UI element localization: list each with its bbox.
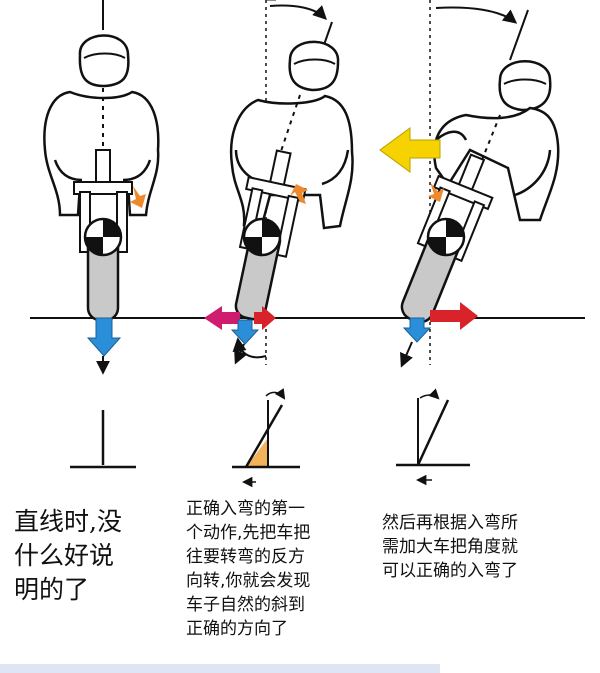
rider-helmet [78, 34, 130, 88]
force-arrow-icon [430, 302, 478, 330]
rotation-arrow-icon [269, 4, 327, 20]
angle-glyph [396, 388, 470, 486]
rotation-arrow-icon [232, 337, 267, 359]
rotation-arrow-icon [435, 6, 518, 24]
figure-countersteer [204, 0, 354, 488]
rider-helmet [498, 60, 552, 112]
force-arrow-icon [204, 306, 240, 330]
force-arrow-icon [290, 184, 308, 204]
angle-glyph [232, 388, 300, 488]
caption-countersteer: 正确入弯的第一 个动作,先把车把 往要转弯的反方 向转,你就会发现 车子自然的斜… [186, 499, 311, 639]
figure-lean [379, 0, 560, 486]
figure-straight [43, 0, 160, 469]
force-arrow-icon [379, 127, 441, 173]
caption-lean: 然后再根据入弯所 需加大车把角度就 可以正确的入弯了 [382, 513, 518, 581]
force-arrow-icon [402, 317, 432, 343]
bottom-bar [0, 664, 440, 673]
force-arrow-icon [230, 319, 260, 345]
caption-straight: 直线时,没 什么好说 明的了 [14, 507, 122, 604]
force-arrow-icon [130, 186, 146, 208]
rider-helmet [288, 40, 340, 92]
force-arrow-icon [428, 182, 444, 202]
force-arrow-icon [254, 306, 276, 330]
force-arrow-icon [86, 317, 122, 357]
